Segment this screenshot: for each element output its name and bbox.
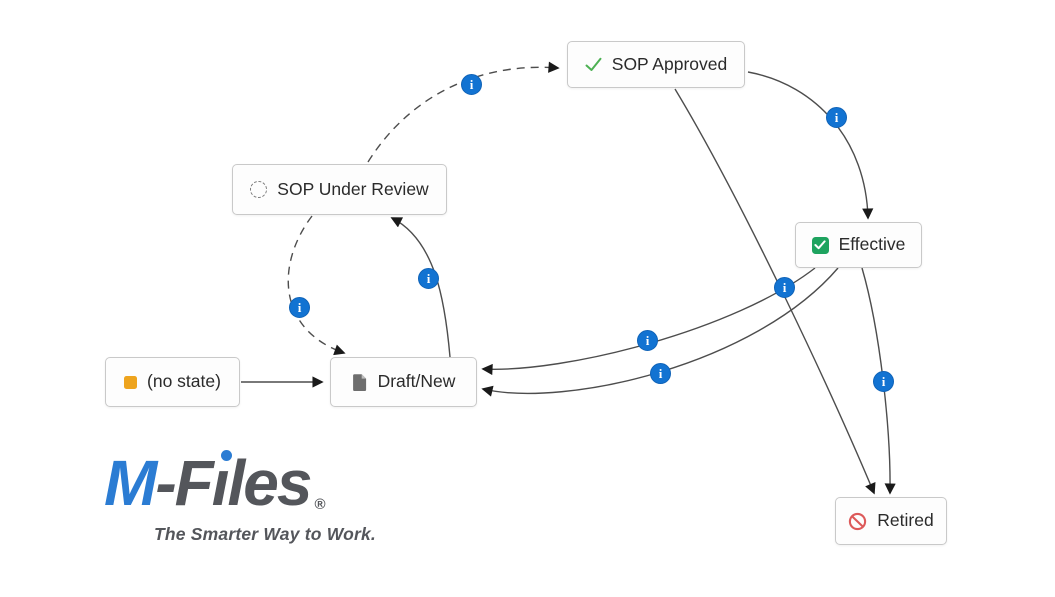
registered-trademark: ® <box>314 496 326 513</box>
state-label: (no state) <box>147 371 221 392</box>
green-checkbox-icon <box>811 236 829 254</box>
dashed-cycle-icon <box>250 181 268 198</box>
transition-info-icon-approved-to-effective[interactable]: i <box>826 107 847 128</box>
green-check-icon <box>585 57 602 72</box>
transition-info-icon-approved-to-retired[interactable]: i <box>774 277 795 298</box>
state-sop-approved[interactable]: SOP Approved <box>567 41 745 88</box>
state-label: Retired <box>877 510 934 531</box>
document-icon <box>352 373 368 392</box>
transition-review-to-draft <box>287 215 346 356</box>
prohibition-icon <box>848 512 867 531</box>
state-sop-under-review[interactable]: SOP Under Review <box>232 164 447 215</box>
state-no-state[interactable]: (no state) <box>105 357 240 407</box>
state-draft-new[interactable]: Draft/New <box>330 357 477 407</box>
state-retired[interactable]: Retired <box>835 497 947 545</box>
state-label: Draft/New <box>377 371 456 392</box>
transition-info-icon-review-to-draft[interactable]: i <box>289 297 310 318</box>
transition-info-icon-effective-to-draft-lower[interactable]: i <box>650 363 671 384</box>
state-effective[interactable]: Effective <box>795 222 922 268</box>
logo-letter-i: ı <box>212 448 232 518</box>
transition-approved-to-retired <box>674 88 876 495</box>
transition-info-icon-effective-to-retired[interactable]: i <box>873 371 894 392</box>
transition-info-icon-review-to-approved[interactable]: i <box>461 74 482 95</box>
state-label: SOP Approved <box>611 53 728 74</box>
state-label: Effective <box>838 234 906 255</box>
transition-draft-to-review <box>390 217 451 358</box>
logo-i-dot <box>220 450 232 461</box>
transition-approved-to-effective <box>747 71 874 220</box>
transition-info-icon-draft-to-review[interactable]: i <box>418 268 439 289</box>
state-label: SOP Under Review <box>277 178 429 199</box>
transition-effective-to-draft-upper <box>481 267 816 376</box>
logo-les: les <box>227 447 313 519</box>
transition-review-to-approved <box>367 61 560 163</box>
amber-square-icon <box>124 375 138 389</box>
logo-letter-m: M <box>104 447 157 519</box>
logo-dash-f: -F <box>155 447 213 519</box>
transition-info-icon-effective-to-draft-upper[interactable]: i <box>637 330 658 351</box>
logo-tagline: The Smarter Way to Work. <box>154 524 376 545</box>
